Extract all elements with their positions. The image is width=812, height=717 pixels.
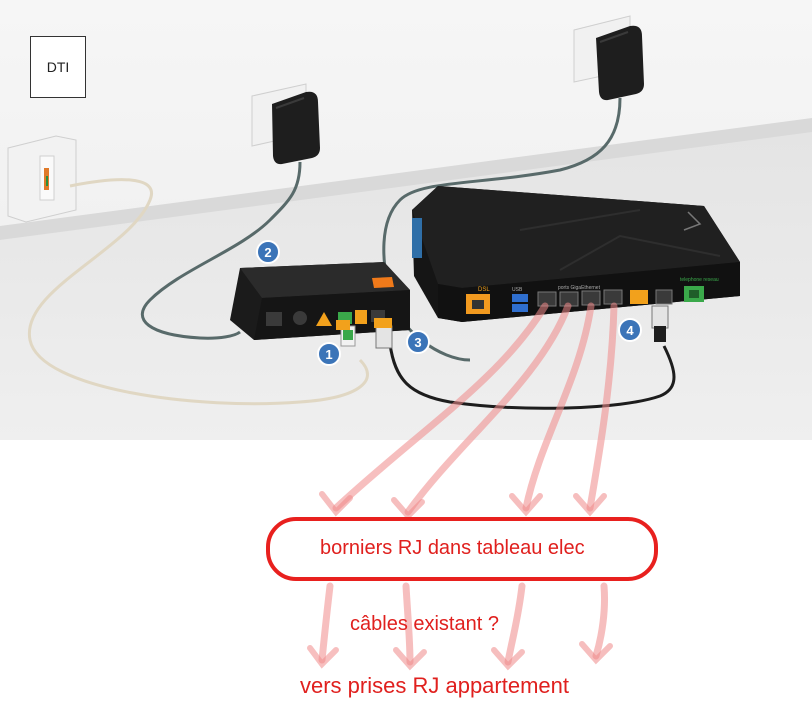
ethernet-ports-label: ports GigaEthernet xyxy=(558,285,601,291)
arrows-to-prises xyxy=(318,582,608,666)
marker-2: 2 xyxy=(256,240,280,264)
arrow-prise-1 xyxy=(318,582,334,664)
orange-plug xyxy=(374,318,393,349)
green-plug xyxy=(336,320,356,347)
prises-annotation: vers prises RJ appartement xyxy=(300,673,569,698)
telephone-port-label: telephone reseau xyxy=(680,277,719,283)
adapter-cable-left xyxy=(140,161,302,340)
arrow-port-3 xyxy=(522,302,595,512)
marker-3: 3 xyxy=(406,330,430,354)
power-adapter-left xyxy=(272,91,320,165)
baseboard xyxy=(0,118,812,240)
arrow-port-4 xyxy=(586,302,618,512)
modem-box xyxy=(230,262,410,340)
arrow-prise-2 xyxy=(402,582,414,666)
arrow-port-1 xyxy=(332,302,549,512)
dti-wall-socket xyxy=(7,135,77,223)
marker-1-label: 1 xyxy=(325,347,332,362)
marker-4: 4 xyxy=(618,318,642,342)
usb-port-label: USB xyxy=(512,287,523,293)
borniers-annotation: borniers RJ dans tableau elec xyxy=(320,537,585,559)
dti-cable xyxy=(28,178,369,406)
dti-label: DTI xyxy=(46,59,70,75)
cables-annotation: câbles existant ? xyxy=(350,613,499,635)
borniers-frame xyxy=(266,517,658,581)
arrow-prise-3 xyxy=(504,582,526,666)
dti-label-box: DTI xyxy=(30,36,86,98)
router-ethernet-plug xyxy=(651,305,669,342)
dsl-port-label: DSL xyxy=(478,287,490,293)
marker-2-label: 2 xyxy=(264,245,271,260)
marker-4-label: 4 xyxy=(626,323,634,338)
marker-1: 1 xyxy=(317,342,341,366)
arrowheads-to-borniers xyxy=(319,491,607,521)
router xyxy=(412,186,740,322)
arrows-to-borniers xyxy=(332,302,618,516)
arrowheads-to-prises xyxy=(307,641,613,671)
arrow-prise-4 xyxy=(592,582,608,660)
power-adapter-right xyxy=(596,25,644,101)
marker-3-label: 3 xyxy=(414,335,421,350)
arrow-port-2 xyxy=(404,302,572,516)
